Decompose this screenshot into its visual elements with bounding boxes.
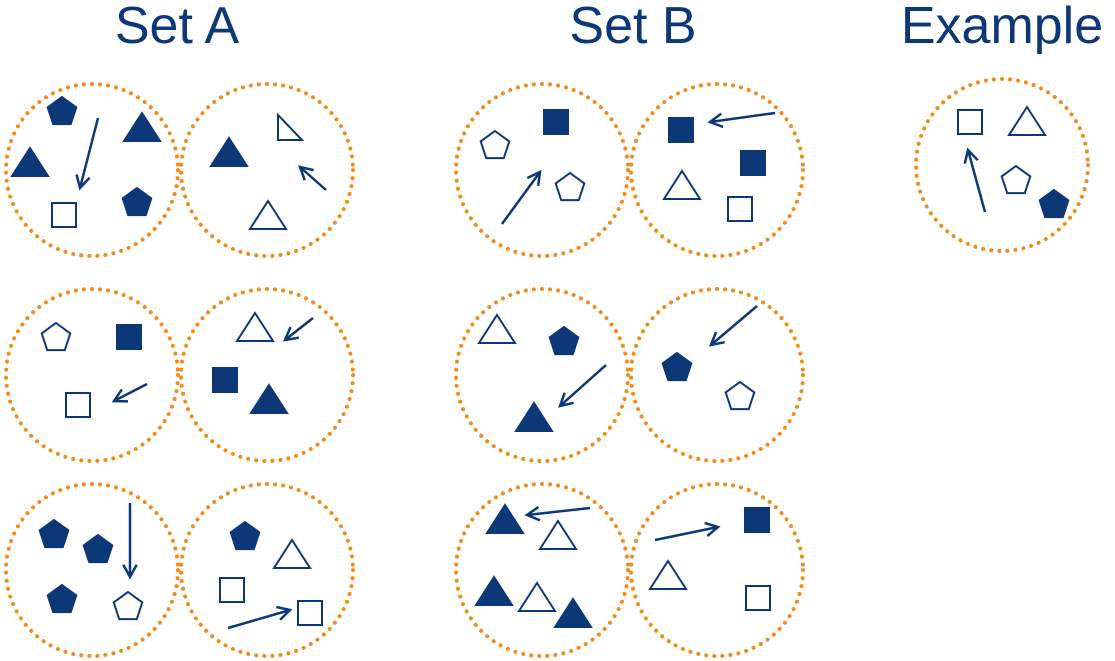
triangle-filled-icon [249,383,289,414]
triangle-filled-icon [10,146,50,177]
pentagon-open-icon [40,321,72,352]
dotted-circle [629,82,805,258]
set-a-title: Set A [114,0,240,55]
pentagon-filled-icon [38,518,70,549]
dotted-circle [4,82,180,258]
pentagon-filled-icon [121,186,153,217]
arrow-icon [298,165,327,191]
dotted-circle [454,287,630,463]
set-a-row2-right-group [179,287,355,463]
example-title: Example [900,0,1104,55]
triangle-filled-icon [122,111,162,142]
dotted-circle [179,82,355,258]
pentagon-filled-icon [46,95,78,126]
set-a-row2-left-group [4,287,180,463]
square-open-icon [297,600,323,626]
triangle-open-icon [662,169,702,200]
square-open-icon [219,577,245,603]
triangle-open-icon [477,313,517,344]
pentagon-filled-icon [82,533,114,564]
dotted-circle [454,82,630,258]
example-group [914,77,1090,253]
set-b-title: Set B [569,0,697,55]
dotted-circle [454,482,630,658]
pentagon-open-icon [554,171,586,202]
triangle-open-icon [248,199,288,230]
pentagon-open-icon [1000,164,1032,195]
square-filled-icon [543,109,569,135]
set-b-row1-left-group [454,82,630,258]
arrow-icon [654,521,721,542]
square-filled-icon [668,117,694,143]
right-triangle-open-icon [277,112,305,141]
triangle-open-icon [648,559,688,590]
set-b-row3-right-group [629,482,805,658]
set-a-row3-right-group [179,482,355,658]
dotted-circle [4,287,180,463]
arrow-icon [500,169,542,225]
square-filled-icon [740,150,766,176]
set-a-row1-right-group [179,82,355,258]
triangle-open-icon [1007,105,1047,136]
set-a-row3-left-group [4,482,180,658]
set-b-row2-right-group [629,287,805,463]
arrow-icon [282,317,314,342]
dotted-circle [179,482,355,658]
square-filled-icon [744,507,770,533]
dotted-circle [4,482,180,658]
dotted-circle [629,287,805,463]
square-open-icon [745,585,771,611]
pentagon-open-icon [724,380,756,411]
dotted-circle [914,77,1090,253]
triangle-filled-icon [553,597,593,628]
arrow-icon [707,111,776,129]
arrow-icon [227,605,293,630]
triangle-filled-icon [514,401,554,432]
set-b-row3-left-group [454,482,630,658]
arrow-icon [709,305,758,347]
triangle-open-icon [538,519,578,550]
pentagon-open-icon [112,590,144,621]
arrow-icon [122,503,138,580]
arrow-icon [111,382,148,403]
set-b-row2-left-group [454,287,630,463]
arrow-icon [75,117,100,191]
square-filled-icon [212,367,238,393]
triangle-filled-icon [474,575,514,606]
arrow-icon [524,505,591,522]
set-b-row1-right-group [629,82,805,258]
dotted-circle [179,287,355,463]
square-filled-icon [116,324,142,350]
triangle-open-icon [272,538,312,569]
dotted-circle [629,482,805,658]
pentagon-open-icon [479,129,511,160]
square-open-icon [65,392,91,418]
triangle-filled-icon [485,503,525,534]
triangle-open-icon [235,311,275,342]
triangle-open-icon [517,581,557,612]
arrow-icon [558,364,607,408]
square-open-icon [727,196,753,222]
square-open-icon [957,109,983,135]
set-a-row1-left-group [4,82,180,258]
arrow-icon [963,147,987,213]
pentagon-filled-icon [548,325,580,356]
triangle-filled-icon [209,136,249,167]
pentagon-filled-icon [661,351,693,382]
pentagon-filled-icon [46,583,78,614]
square-open-icon [51,202,77,228]
pentagon-filled-icon [1038,188,1070,219]
pentagon-filled-icon [229,520,261,551]
